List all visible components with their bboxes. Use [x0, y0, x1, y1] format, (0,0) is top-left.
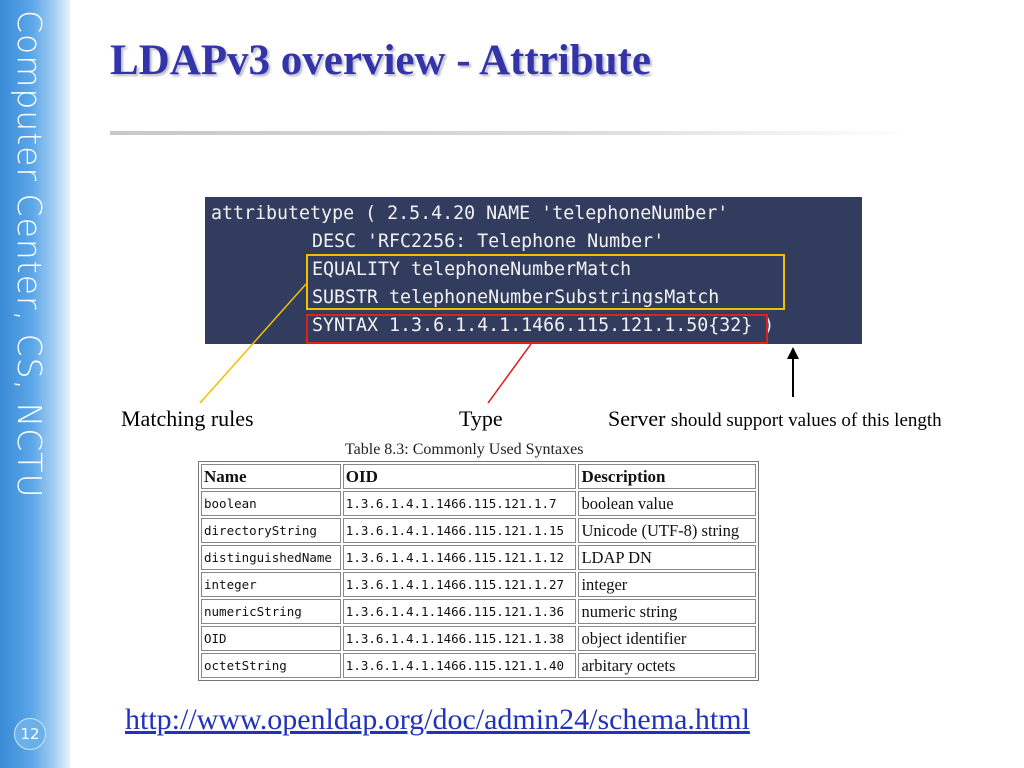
type-label: Type — [459, 406, 503, 431]
syntax-oid-cell: 1.3.6.1.4.1.1466.115.121.1.7 — [342, 491, 577, 516]
syntax-name-cell: OID — [201, 626, 341, 651]
table-row: octetString 1.3.6.1.4.1.1466.115.121.1.4… — [201, 653, 756, 678]
table-row: integer 1.3.6.1.4.1.1466.115.121.1.27 in… — [201, 572, 756, 597]
type-pointer-line — [487, 343, 532, 404]
syntax-name-cell: numericString — [201, 599, 341, 624]
code-line: EQUALITY telephoneNumberMatch — [312, 259, 632, 280]
syntax-description-cell: integer — [578, 572, 756, 597]
syntax-oid-cell: 1.3.6.1.4.1.1466.115.121.1.12 — [342, 545, 577, 570]
syntax-name-cell: directoryString — [201, 518, 341, 543]
code-line: SYNTAX 1.3.6.1.4.1.1466.115.121.1.50{32}… — [312, 315, 775, 336]
arrow-head-icon — [787, 347, 799, 359]
syntax-name-cell: integer — [201, 572, 341, 597]
syntax-description-cell: numeric string — [578, 599, 756, 624]
table-row: OID 1.3.6.1.4.1.1466.115.121.1.38 object… — [201, 626, 756, 651]
server-label-lead: Server — [608, 406, 666, 431]
syntax-description-cell: boolean value — [578, 491, 756, 516]
syntax-description-cell: arbitary octets — [578, 653, 756, 678]
syntax-name-cell: distinguishedName — [201, 545, 341, 570]
table-row: distinguishedName 1.3.6.1.4.1.1466.115.1… — [201, 545, 756, 570]
syntax-oid-cell: 1.3.6.1.4.1.1466.115.121.1.15 — [342, 518, 577, 543]
sidebar: Computer Center, CS, NCTU 12 — [0, 0, 70, 768]
slide-title: LDAPv3 overview - Attribute — [110, 37, 651, 84]
syntax-highlight-box — [306, 314, 768, 344]
table-header-row: Name OID Description — [201, 464, 756, 489]
syntax-description-cell: LDAP DN — [578, 545, 756, 570]
syntax-oid-cell: 1.3.6.1.4.1.1466.115.121.1.36 — [342, 599, 577, 624]
table-row: boolean 1.3.6.1.4.1.1466.115.121.1.7 boo… — [201, 491, 756, 516]
table-row: directoryString 1.3.6.1.4.1.1466.115.121… — [201, 518, 756, 543]
syntax-description-cell: object identifier — [578, 626, 756, 651]
syntax-name-cell: octetString — [201, 653, 341, 678]
column-header-description: Description — [578, 464, 756, 489]
syntax-table: Name OID Description boolean 1.3.6.1.4.1… — [198, 461, 759, 681]
server-label-rest: should support values of this length — [670, 410, 942, 431]
title-divider — [110, 131, 910, 135]
column-header-oid: OID — [342, 464, 577, 489]
schema-code-block: attributetype ( 2.5.4.20 NAME 'telephone… — [205, 197, 862, 344]
code-line: SUBSTR telephoneNumberSubstringsMatch — [312, 287, 720, 308]
code-line: DESC 'RFC2256: Telephone Number' — [312, 231, 665, 252]
matching-rules-highlight-box — [306, 254, 785, 310]
syntax-description-cell: Unicode (UTF-8) string — [578, 518, 756, 543]
source-link[interactable]: http://www.openldap.org/doc/admin24/sche… — [125, 703, 750, 736]
table-caption: Table 8.3: Commonly Used Syntaxes — [345, 441, 584, 458]
syntax-oid-cell: 1.3.6.1.4.1.1466.115.121.1.40 — [342, 653, 577, 678]
page-number-badge: 12 — [14, 718, 46, 750]
server-length-label: Server should support values of this len… — [608, 406, 942, 432]
syntax-oid-cell: 1.3.6.1.4.1.1466.115.121.1.27 — [342, 572, 577, 597]
column-header-name: Name — [201, 464, 341, 489]
matching-rules-label: Matching rules — [121, 406, 254, 431]
code-line: attributetype ( 2.5.4.20 NAME 'telephone… — [211, 203, 729, 224]
syntax-oid-cell: 1.3.6.1.4.1.1466.115.121.1.38 — [342, 626, 577, 651]
table-row: numericString 1.3.6.1.4.1.1466.115.121.1… — [201, 599, 756, 624]
sidebar-org-label: Computer Center, CS, NCTU — [10, 10, 49, 499]
syntax-name-cell: boolean — [201, 491, 341, 516]
